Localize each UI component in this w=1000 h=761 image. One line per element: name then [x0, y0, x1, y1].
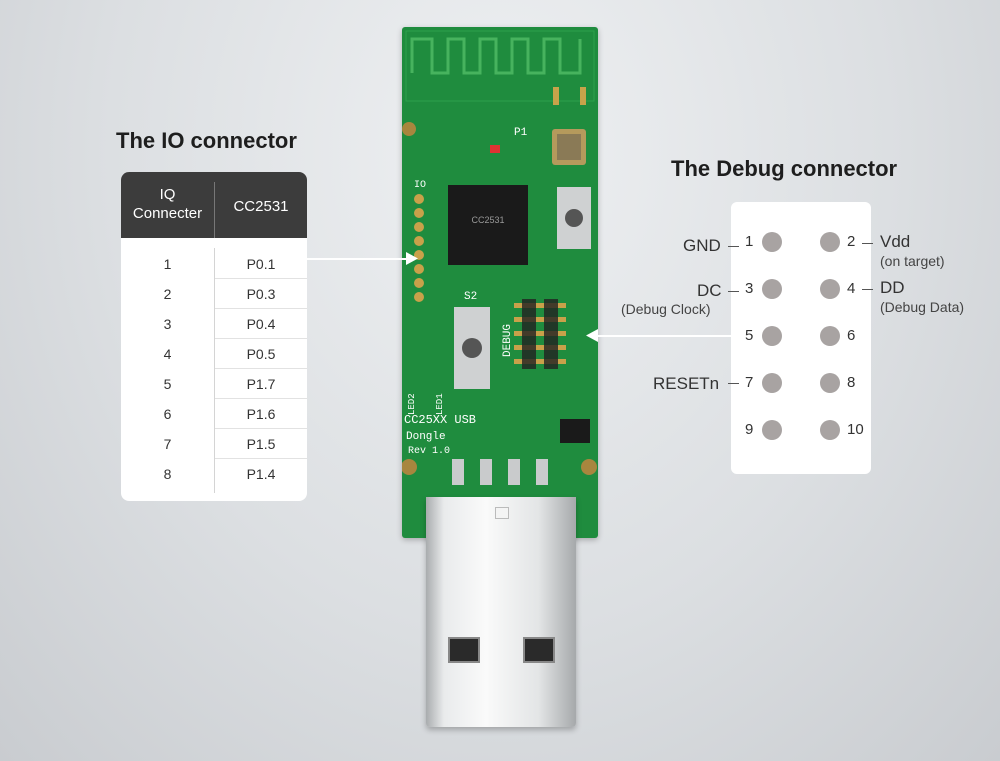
- header-line-2: Connecter: [132, 205, 203, 222]
- cc2531-port-cell: P1.7: [246, 376, 276, 392]
- row-separator: [215, 428, 307, 429]
- cc2531-port-cell: P0.3: [246, 286, 276, 302]
- label-dd-sub: (Debug Data): [880, 299, 965, 315]
- tick-vdd: [862, 243, 873, 244]
- io-arrow-line: [307, 258, 411, 260]
- cc2531-port-cell: P1.4: [246, 466, 276, 482]
- row-separator: [215, 338, 307, 339]
- cc2531-port-cell: P0.1: [246, 256, 276, 272]
- silk-dongle: Dongle: [406, 431, 446, 443]
- debug-pin-6: [820, 326, 840, 346]
- row-separator: [215, 398, 307, 399]
- table-row: 8 P1.4: [121, 459, 307, 489]
- io-pin-cell: 7: [163, 436, 172, 452]
- tick-gnd: [728, 246, 739, 247]
- debug-connector-card: 1 2 3 4 5 6 7 8 9 10: [731, 202, 871, 474]
- debug-pin-5: [762, 326, 782, 346]
- io-pin-cell: 6: [163, 406, 172, 422]
- debug-pin-2: [820, 232, 840, 252]
- io-connector-table: IQ Connecter CC2531 1 P0.1 2 P0.3 3 P0.4 4 P0.5…: [121, 172, 307, 501]
- debug-connector-title: The Debug connector: [671, 156, 898, 181]
- debug-pin-8: [820, 373, 840, 393]
- row-separator: [215, 278, 307, 279]
- label-dc-sub: (Debug Clock): [621, 301, 711, 317]
- debug-pin-10: [820, 420, 840, 440]
- silk-rev: Rev 1.0: [408, 446, 450, 457]
- cc2531-port-cell: P1.5: [246, 436, 276, 452]
- pin-number-5: 5: [745, 327, 754, 344]
- row-separator: [215, 308, 307, 309]
- row-separator: [215, 458, 307, 459]
- chip-label: CC2531: [471, 215, 504, 225]
- label-vdd-sub: (on target): [880, 253, 945, 269]
- pcb-graphic: CC2531 CC25XX USB Dongle: [401, 30, 597, 485]
- label-gnd: GND: [683, 236, 721, 255]
- io-pin-cell: 8: [163, 466, 172, 482]
- pin-number-4: 4: [847, 280, 856, 297]
- header-cc2531: CC2531: [233, 198, 289, 215]
- table-row: 6 P1.6: [121, 399, 307, 429]
- debug-pin-9: [762, 420, 782, 440]
- io-pin-cell: 1: [163, 256, 172, 272]
- pin-number-1: 1: [745, 233, 754, 250]
- label-resetn: RESETn: [653, 374, 720, 393]
- silk-cc25xx-usb: CC25XX USB: [404, 413, 476, 427]
- usb-hole-right: [523, 637, 555, 663]
- debug-pin-1: [762, 232, 782, 252]
- cc2531-port-cell: P0.4: [246, 316, 276, 332]
- usb-plug: [426, 497, 576, 727]
- silk-s2: S2: [464, 291, 477, 303]
- debug-pin-3: [762, 279, 782, 299]
- label-dc: DC: [697, 281, 722, 300]
- pin-number-10: 10: [847, 421, 864, 438]
- table-row: 7 P1.5: [121, 429, 307, 459]
- cc2531-port-cell: P1.6: [246, 406, 276, 422]
- usb-dongle-pcb: CC2531 CC25XX USB Dongle: [401, 27, 598, 538]
- pin-number-9: 9: [745, 421, 754, 438]
- pin-number-6: 6: [847, 327, 856, 344]
- table-row: 2 P0.3: [121, 279, 307, 309]
- usb-hole-left: [448, 637, 480, 663]
- table-row: 4 P0.5: [121, 339, 307, 369]
- cc2531-port-cell: P0.5: [246, 346, 276, 362]
- silk-debug: DEBUG: [502, 324, 514, 357]
- silk-led2: LED2: [407, 393, 417, 415]
- io-pin-cell: 4: [163, 346, 172, 362]
- io-arrow-head: [406, 252, 418, 265]
- debug-pin-4: [820, 279, 840, 299]
- header-iq-connecter: IQ Connecter: [121, 185, 214, 223]
- silk-led1: LED1: [435, 393, 445, 415]
- column-divider: [214, 248, 215, 493]
- io-pin-cell: 2: [163, 286, 172, 302]
- debug-pin-7: [762, 373, 782, 393]
- tick-dc: [728, 291, 739, 292]
- table-row: 3 P0.4: [121, 309, 307, 339]
- table-row: 5 P1.7: [121, 369, 307, 399]
- tick-resetn: [728, 383, 739, 384]
- io-pin-cell: 3: [163, 316, 172, 332]
- table-header: IQ Connecter CC2531: [121, 172, 307, 238]
- tick-dd: [862, 289, 873, 290]
- pin-number-7: 7: [745, 374, 754, 391]
- pin-number-2: 2: [847, 233, 856, 250]
- header-divider: [214, 182, 215, 238]
- pin-number-3: 3: [745, 280, 754, 297]
- io-pin-cell: 5: [163, 376, 172, 392]
- debug-arrow-line: [598, 335, 731, 337]
- pin-number-8: 8: [847, 374, 856, 391]
- label-vdd: Vdd: [880, 232, 911, 251]
- header-line-1: IQ: [159, 186, 176, 203]
- io-connector-title: The IO connector: [116, 128, 297, 153]
- table-row: 1 P0.1: [121, 249, 307, 279]
- silk-p1: P1: [514, 127, 528, 139]
- label-dd: DD: [880, 278, 905, 297]
- row-separator: [215, 368, 307, 369]
- silk-io: IO: [414, 180, 426, 191]
- debug-arrow-head: [586, 329, 598, 342]
- usb-marker: [495, 507, 509, 519]
